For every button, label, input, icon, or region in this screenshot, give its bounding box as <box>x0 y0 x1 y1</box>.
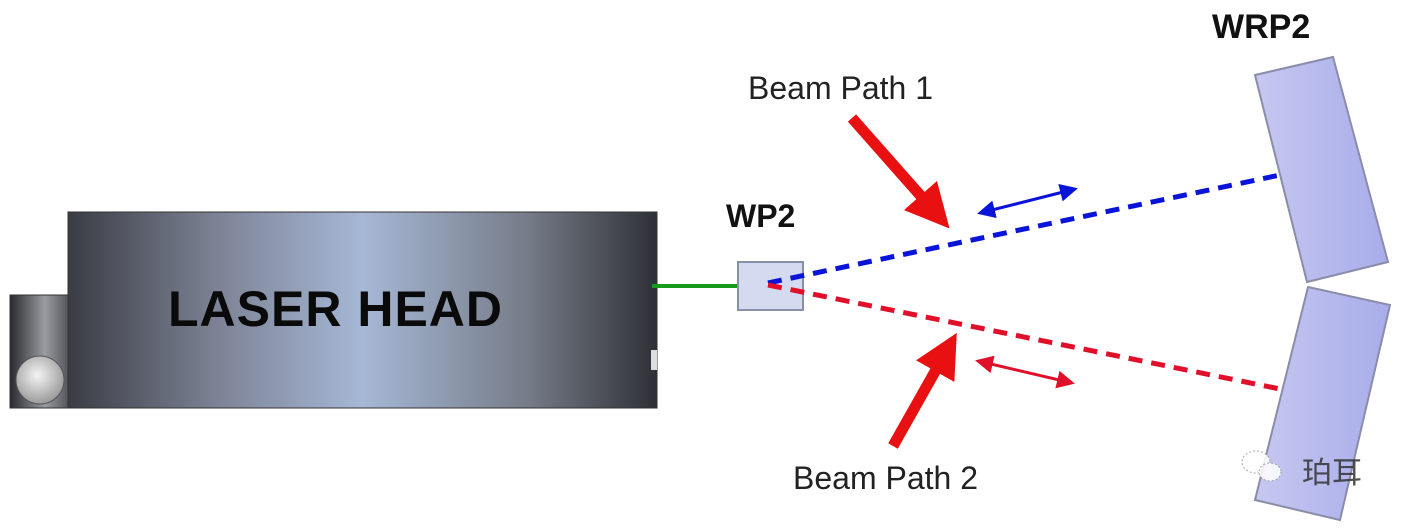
beam-path-1-pointer-arrow <box>847 114 950 229</box>
laser-head-label: LASER HEAD <box>168 281 504 337</box>
beam-path-2-double-arrow <box>975 355 1075 389</box>
watermark-text: 珀耳 <box>1302 457 1362 490</box>
wrp2-mirror-bottom <box>1253 285 1392 522</box>
beam-path-2-pointer-arrow <box>888 332 957 449</box>
laser-head <box>9 211 658 409</box>
laser-head-body <box>67 211 658 409</box>
laser-knob <box>15 355 65 405</box>
beam-path-2-line <box>767 282 1286 393</box>
wrp2-mirror-top <box>1253 55 1390 284</box>
beam-path-1-label: Beam Path 1 <box>748 70 933 106</box>
beam-path-1-double-arrow <box>977 183 1078 219</box>
beam-path-2-label: Beam Path 2 <box>793 460 978 496</box>
laser-port <box>651 350 657 370</box>
wp2-label: WP2 <box>726 198 796 234</box>
wrp2-label: WRP2 <box>1212 8 1311 46</box>
beam-path-1-line <box>767 172 1281 286</box>
wechat-icon <box>1241 450 1282 482</box>
